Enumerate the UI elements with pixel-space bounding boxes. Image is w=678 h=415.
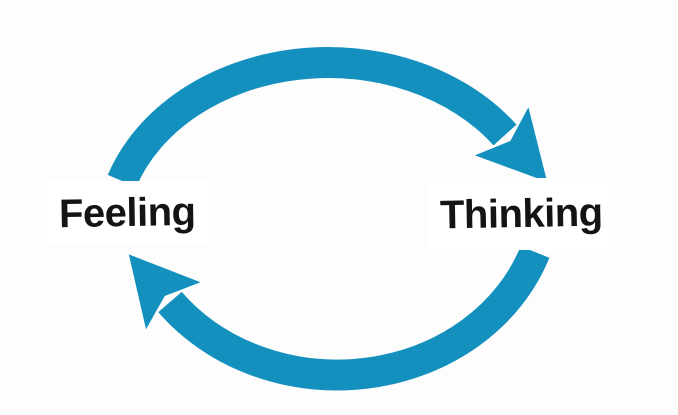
arrow-thinking-to-feeling	[128, 246, 550, 391]
feeling-label-box: Feeling	[46, 181, 208, 245]
feeling-label: Feeling	[58, 189, 196, 236]
thinking-label: Thinking	[439, 190, 603, 237]
arrow-feeling-to-thinking	[107, 47, 548, 188]
thinking-label-box: Thinking	[428, 178, 614, 250]
